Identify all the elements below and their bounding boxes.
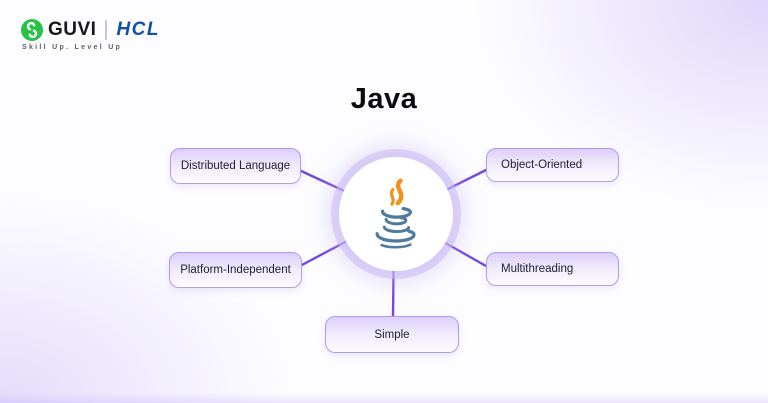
feature-label: Platform-Independent: [180, 264, 291, 276]
feature-node-simple: Simple: [325, 316, 459, 353]
guvi-wordmark: GUVI: [48, 19, 97, 40]
feature-label: Distributed Language: [180, 160, 291, 172]
guvi-logo-icon: [21, 19, 43, 41]
brand-header: GUVI HCL Skill Up. Level Up: [21, 19, 160, 51]
feature-node-object-oriented: Object-Oriented: [486, 148, 619, 182]
hcl-wordmark: HCL: [116, 19, 161, 40]
feature-label: Simple: [374, 328, 410, 341]
feature-label: Object-Oriented: [501, 159, 583, 171]
feature-label: Multithreading: [501, 263, 574, 275]
java-logo-icon: [375, 178, 416, 249]
logo-row: GUVI HCL: [21, 19, 160, 41]
feature-node-platform-independent: Platform-Independent: [169, 252, 302, 288]
java-hub-circle: [339, 157, 453, 271]
feature-node-multithreading: Multithreading: [486, 252, 619, 286]
feature-node-distributed-language: Distributed Language: [170, 148, 301, 184]
logo-divider: [105, 20, 108, 40]
page-title: Java: [350, 83, 418, 115]
brand-tagline: Skill Up. Level Up: [22, 44, 123, 51]
